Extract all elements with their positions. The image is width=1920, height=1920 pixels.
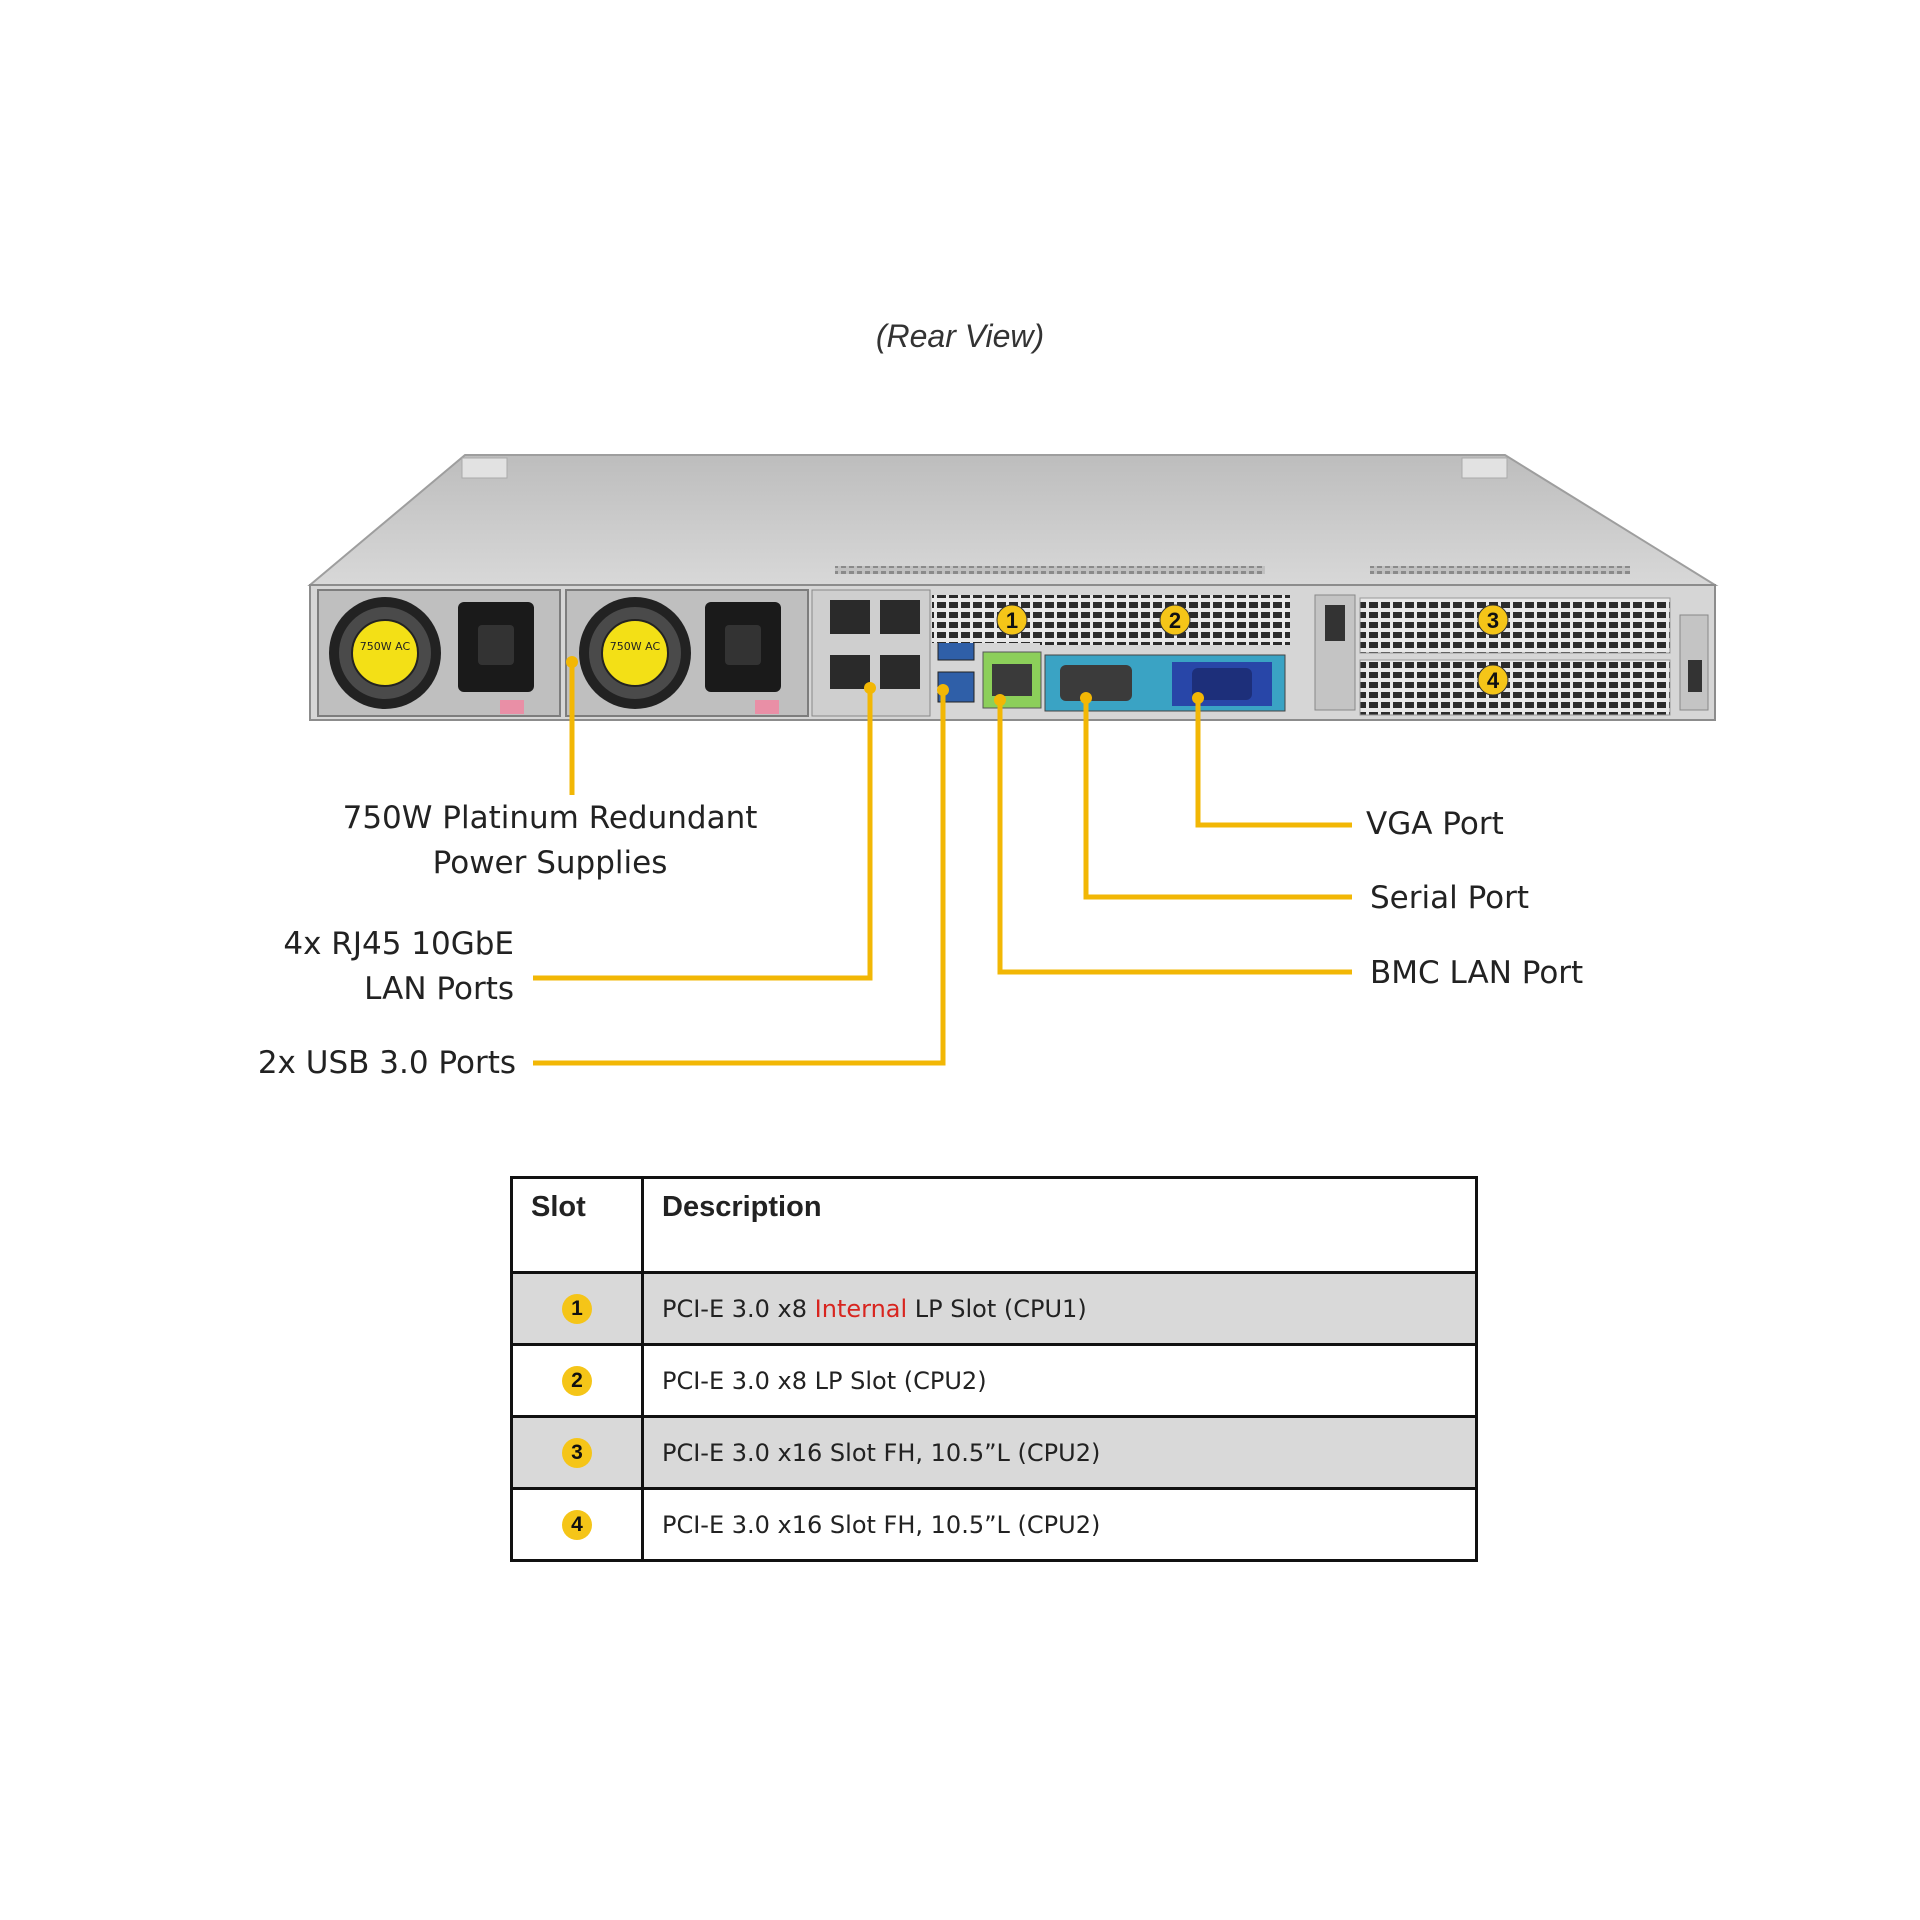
slot-cell: 2	[510, 1343, 644, 1418]
callout-lan-line1: 4x RJ45 10GbE	[283, 926, 514, 962]
callout-usb-label: 2x USB 3.0 Ports	[257, 1045, 516, 1081]
callout-line-lan	[533, 688, 873, 981]
table-row: 2 PCI-E 3.0 x8 LP Slot (CPU2)	[510, 1343, 1478, 1418]
slot-marker-1: 1	[996, 604, 1028, 636]
callout-power-label: 750W Platinum Redundant Power Supplies	[300, 796, 800, 886]
table-row: 1 PCI-E 3.0 x8 Internal LP Slot (CPU1)	[510, 1271, 1478, 1346]
slot-marker-4: 4	[1477, 664, 1509, 696]
callout-dot-vga	[1192, 692, 1204, 704]
callout-power-line1: 750W Platinum Redundant	[342, 800, 758, 836]
io-panel	[811, 589, 1709, 717]
header-description: Description	[641, 1176, 1478, 1274]
callout-lan-line2: LAN Ports	[364, 971, 514, 1007]
slot-cell: 4	[510, 1487, 644, 1562]
slot-cell: 3	[510, 1415, 644, 1490]
table-header-row: Slot Description	[510, 1176, 1478, 1274]
slot-badge: 2	[562, 1366, 592, 1396]
callout-lan-label: 4x RJ45 10GbE LAN Ports	[200, 922, 514, 1012]
slot-badge: 1	[562, 1294, 592, 1324]
slot-cell: 1	[510, 1271, 644, 1346]
callout-serial-label: Serial Port	[1370, 880, 1530, 916]
description-cell: PCI-E 3.0 x8 Internal LP Slot (CPU1)	[641, 1271, 1478, 1346]
slot-marker-2-label: 2	[1169, 608, 1181, 633]
slot-marker-3: 3	[1477, 604, 1509, 636]
power-supply-1: 750W AC	[317, 589, 561, 717]
callout-line-usb	[533, 690, 946, 1066]
description-cell: PCI-E 3.0 x8 LP Slot (CPU2)	[641, 1343, 1478, 1418]
slot-marker-4-label: 4	[1487, 668, 1500, 693]
view-title: (Rear View)	[875, 318, 1045, 354]
description-text: PCI-E 3.0 x16 Slot FH, 10.5”L (CPU2)	[662, 1510, 1101, 1539]
slot-marker-2: 2	[1159, 604, 1191, 636]
callout-bmc-label: BMC LAN Port	[1370, 955, 1584, 991]
slot-table: Slot Description 1 PCI-E 3.0 x8 Internal…	[510, 1176, 1478, 1562]
callout-line-bmc	[997, 700, 1352, 975]
callout-dot-lan	[864, 682, 876, 694]
table-row: 4 PCI-E 3.0 x16 Slot FH, 10.5”L (CPU2)	[510, 1487, 1478, 1562]
description-text: PCI-E 3.0 x16 Slot FH, 10.5”L (CPU2)	[662, 1438, 1101, 1467]
psu-2-label: 750W AC	[610, 640, 661, 653]
slot-badge: 4	[562, 1510, 592, 1540]
header-slot: Slot	[510, 1176, 644, 1274]
callout-dot-usb	[937, 684, 949, 696]
slot-badge: 3	[562, 1438, 592, 1468]
description-text-after: LP Slot (CPU1)	[907, 1294, 1087, 1323]
slot-marker-1-label: 1	[1006, 608, 1018, 633]
callout-line-vga	[1195, 698, 1352, 828]
callout-vga-label: VGA Port	[1366, 806, 1504, 842]
slot-marker-3-label: 3	[1487, 608, 1499, 633]
power-supply-2: 750W AC	[565, 589, 809, 717]
description-cell: PCI-E 3.0 x16 Slot FH, 10.5”L (CPU2)	[641, 1415, 1478, 1490]
callout-power-line2: Power Supplies	[432, 845, 668, 881]
callout-line-serial	[1083, 698, 1352, 900]
table-row: 3 PCI-E 3.0 x16 Slot FH, 10.5”L (CPU2)	[510, 1415, 1478, 1490]
description-highlight: Internal	[814, 1294, 908, 1323]
callout-dot-serial	[1080, 692, 1092, 704]
description-text: PCI-E 3.0 x8	[662, 1294, 815, 1323]
description-text: PCI-E 3.0 x8 LP Slot (CPU2)	[662, 1366, 987, 1395]
callout-dot-bmc	[994, 694, 1006, 706]
description-cell: PCI-E 3.0 x16 Slot FH, 10.5”L (CPU2)	[641, 1487, 1478, 1562]
callout-dot-power	[566, 656, 578, 668]
psu-1-label: 750W AC	[360, 640, 411, 653]
chassis-top	[307, 454, 1719, 586]
